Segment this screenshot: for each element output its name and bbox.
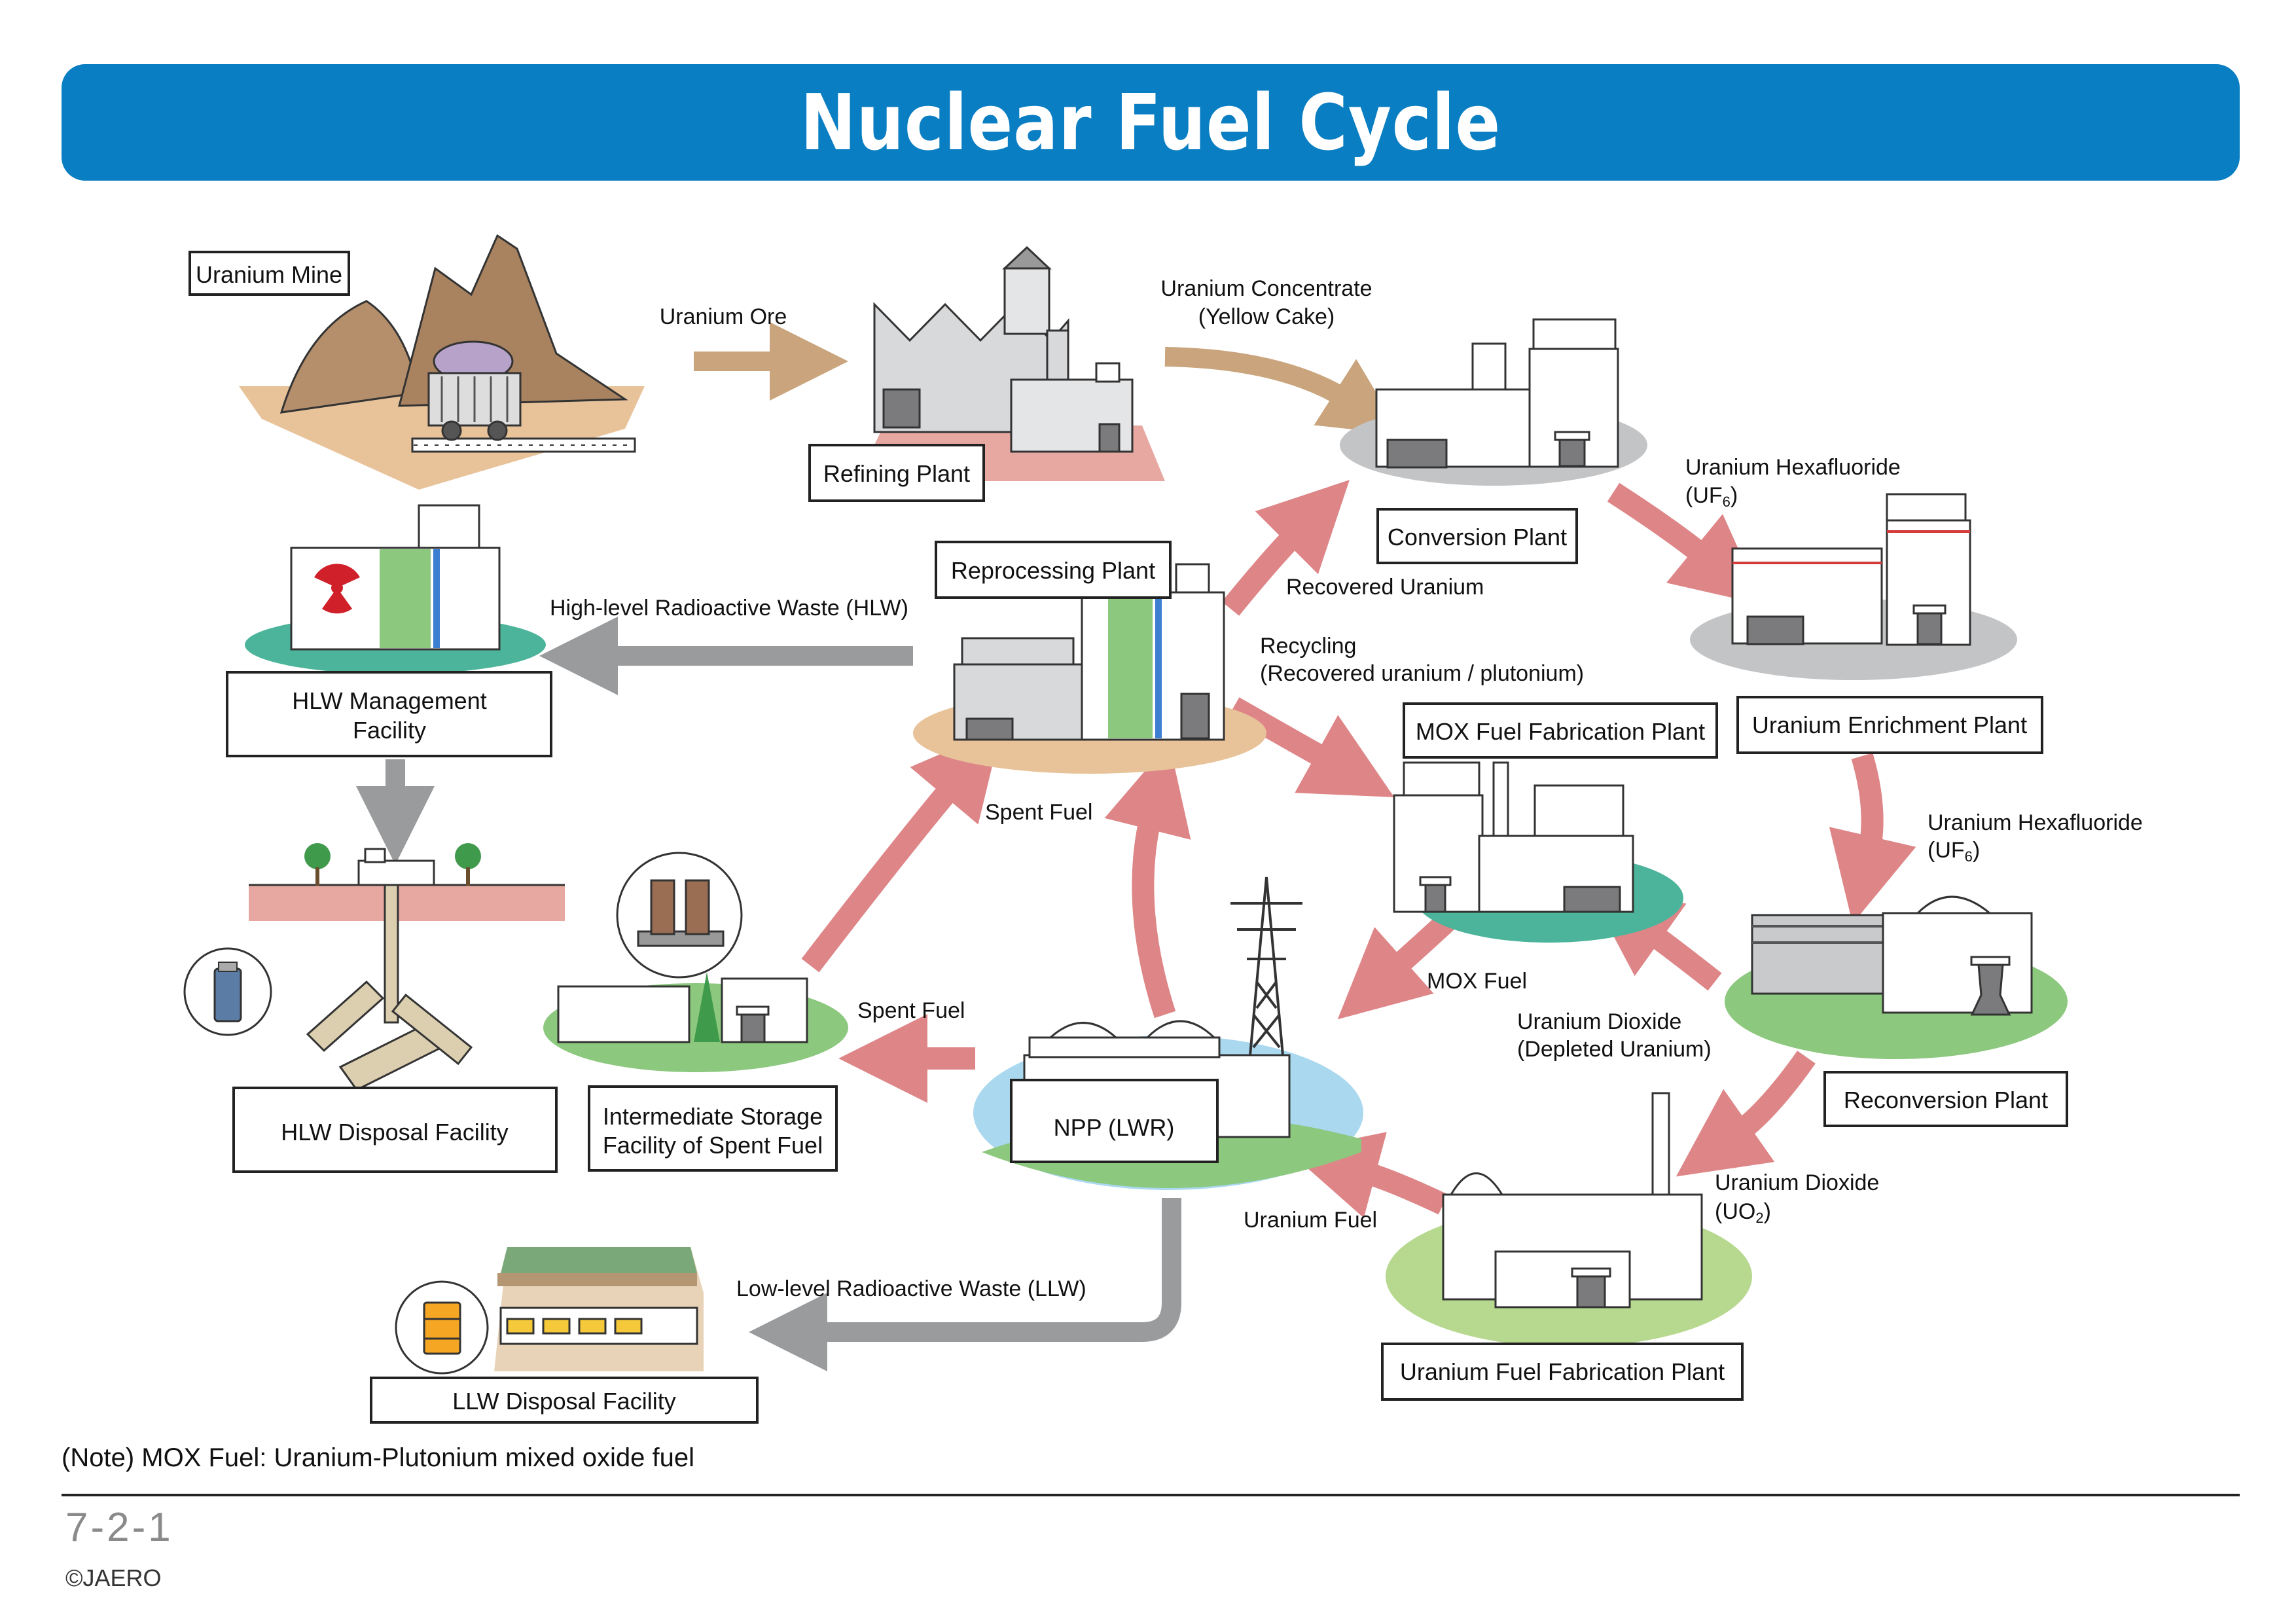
svg-text:Reconversion Plant: Reconversion Plant	[1844, 1087, 2048, 1113]
svg-text:MOX Fuel Fabrication Plant: MOX Fuel Fabrication Plant	[1416, 718, 1705, 745]
conversion-plant-illustration	[1340, 318, 1647, 486]
flow-label-uf6-b-1: Uranium Hexafluoride	[1928, 810, 2143, 835]
label-enrichment-plant: Uranium Enrichment Plant	[1736, 696, 2043, 754]
hlw-disposal-illustration	[183, 843, 565, 1091]
svg-text:HLW Disposal Facility: HLW Disposal Facility	[281, 1119, 508, 1146]
copyright: ©JAERO	[65, 1564, 162, 1591]
flow-label-depleted-1: Uranium Dioxide	[1517, 1009, 1681, 1034]
svg-text:Uranium Mine: Uranium Mine	[196, 261, 342, 288]
flow-label-uranium-fuel: Uranium Fuel	[1244, 1208, 1377, 1233]
label-llw-disposal: LLW Disposal Facility	[370, 1377, 759, 1424]
svg-text:Intermediate Storage: Intermediate Storage	[603, 1103, 823, 1130]
label-npp: NPP (LWR)	[1010, 1079, 1219, 1163]
fuel-fabrication-plant-illustration	[1386, 1092, 1752, 1347]
llw-disposal-illustration	[395, 1247, 704, 1375]
title-bar: Nuclear Fuel Cycle	[62, 64, 2240, 181]
flow-arrows	[356, 322, 1916, 1371]
label-mox-plant: MOX Fuel Fabrication Plant	[1403, 702, 1718, 759]
flow-label-uf6-a-2: (UF6)	[1685, 483, 1738, 510]
svg-text:HLW Management: HLW Management	[292, 687, 486, 714]
arrow-uo2-to-fabrication	[1676, 1051, 1816, 1177]
arrow-recovered-uranium	[1221, 480, 1350, 616]
svg-text:Uranium Fuel Fabrication Plant: Uranium Fuel Fabrication Plant	[1400, 1358, 1725, 1385]
flow-label-uranium-ore: Uranium Ore	[660, 304, 787, 329]
flow-label-spent-fuel-a: Spent Fuel	[985, 800, 1092, 825]
footnote: (Note) MOX Fuel: Uranium-Plutonium mixed…	[62, 1443, 695, 1472]
flow-label-uf6-a-1: Uranium Hexafluoride	[1685, 455, 1901, 480]
flow-label-yellow-cake-2: (Yellow Cake)	[1198, 304, 1335, 329]
svg-text:Reprocessing Plant: Reprocessing Plant	[951, 557, 1155, 584]
label-reconversion-plant: Reconversion Plant	[1823, 1071, 2068, 1127]
transmission-tower-icon	[1230, 876, 1302, 1056]
arrow-uf6-to-enrichment	[1607, 482, 1764, 605]
flow-label-recovered-uranium: Recovered Uranium	[1286, 575, 1484, 600]
arrow-uranium-fuel	[1289, 1132, 1448, 1218]
svg-text:NPP (LWR): NPP (LWR)	[1054, 1114, 1175, 1141]
arrow-llw	[749, 1198, 1181, 1371]
label-refining-plant: Refining Plant	[808, 444, 985, 502]
arrow-depleted-uranium	[1588, 888, 1722, 991]
svg-text:Facility of Spent Fuel: Facility of Spent Fuel	[603, 1132, 823, 1159]
page-title: Nuclear Fuel Cycle	[800, 77, 1501, 168]
flow-label-yellow-cake-1: Uranium Concentrate	[1160, 276, 1372, 301]
flow-label-llw: Low-level Radioactive Waste (LLW)	[736, 1276, 1086, 1301]
arrow-yellow-cake	[1164, 347, 1401, 435]
hlw-management-illustration	[245, 504, 546, 674]
flow-label-uo2-2: (UO2)	[1715, 1199, 1771, 1226]
enrichment-plant-illustration	[1690, 493, 2017, 680]
label-uranium-mine: Uranium Mine	[188, 251, 350, 296]
flow-label-recycling-2: (Recovered uranium / plutonium)	[1260, 661, 1584, 686]
label-hlw-disposal: HLW Disposal Facility	[232, 1087, 558, 1173]
flow-label-uf6-b-2: (UF6)	[1928, 838, 1980, 865]
flow-label-spent-fuel-b: Spent Fuel	[857, 998, 965, 1023]
svg-text:LLW Disposal Facility: LLW Disposal Facility	[452, 1388, 675, 1415]
arrow-uf6-to-reconversion	[1829, 753, 1916, 924]
label-reprocessing-plant: Reprocessing Plant	[935, 541, 1172, 599]
flow-label-depleted-2: (Depleted Uranium)	[1517, 1037, 1712, 1062]
uranium-mine-illustration	[239, 234, 645, 490]
facility-labels: Uranium Mine Refining Plant Conversion P…	[188, 251, 2068, 1424]
arrow-storage-spent-fuel	[801, 727, 1002, 973]
label-intermediate-storage: Intermediate Storage Facility of Spent F…	[588, 1085, 838, 1172]
mox-plant-illustration	[1393, 761, 1683, 943]
arrow-npp-spent-fuel	[1104, 742, 1191, 1019]
label-fuel-fabrication-plant: Uranium Fuel Fabrication Plant	[1381, 1343, 1744, 1401]
reprocessing-plant-illustration	[913, 563, 1266, 774]
label-conversion-plant: Conversion Plant	[1376, 508, 1578, 564]
svg-text:Conversion Plant: Conversion Plant	[1388, 524, 1567, 550]
reconversion-plant-illustration	[1725, 895, 2068, 1059]
intermediate-storage-illustration	[543, 852, 848, 1072]
svg-text:Uranium Enrichment Plant: Uranium Enrichment Plant	[1752, 712, 2027, 738]
flow-label-uo2-1: Uranium Dioxide	[1715, 1170, 1879, 1195]
flow-label-hlw: High-level Radioactive Waste (HLW)	[550, 596, 908, 621]
svg-text:Facility: Facility	[353, 717, 426, 744]
flow-labels: Uranium Ore Uranium Concentrate (Yellow …	[550, 276, 2143, 1301]
page-number: 7-2-1	[65, 1505, 173, 1550]
flow-label-mox-fuel: MOX Fuel	[1427, 969, 1527, 994]
svg-text:Refining Plant: Refining Plant	[823, 460, 970, 487]
label-hlw-management: HLW Management Facility	[226, 671, 552, 757]
flow-label-recycling-1: Recycling	[1260, 634, 1356, 659]
footer-divider	[62, 1494, 2240, 1496]
